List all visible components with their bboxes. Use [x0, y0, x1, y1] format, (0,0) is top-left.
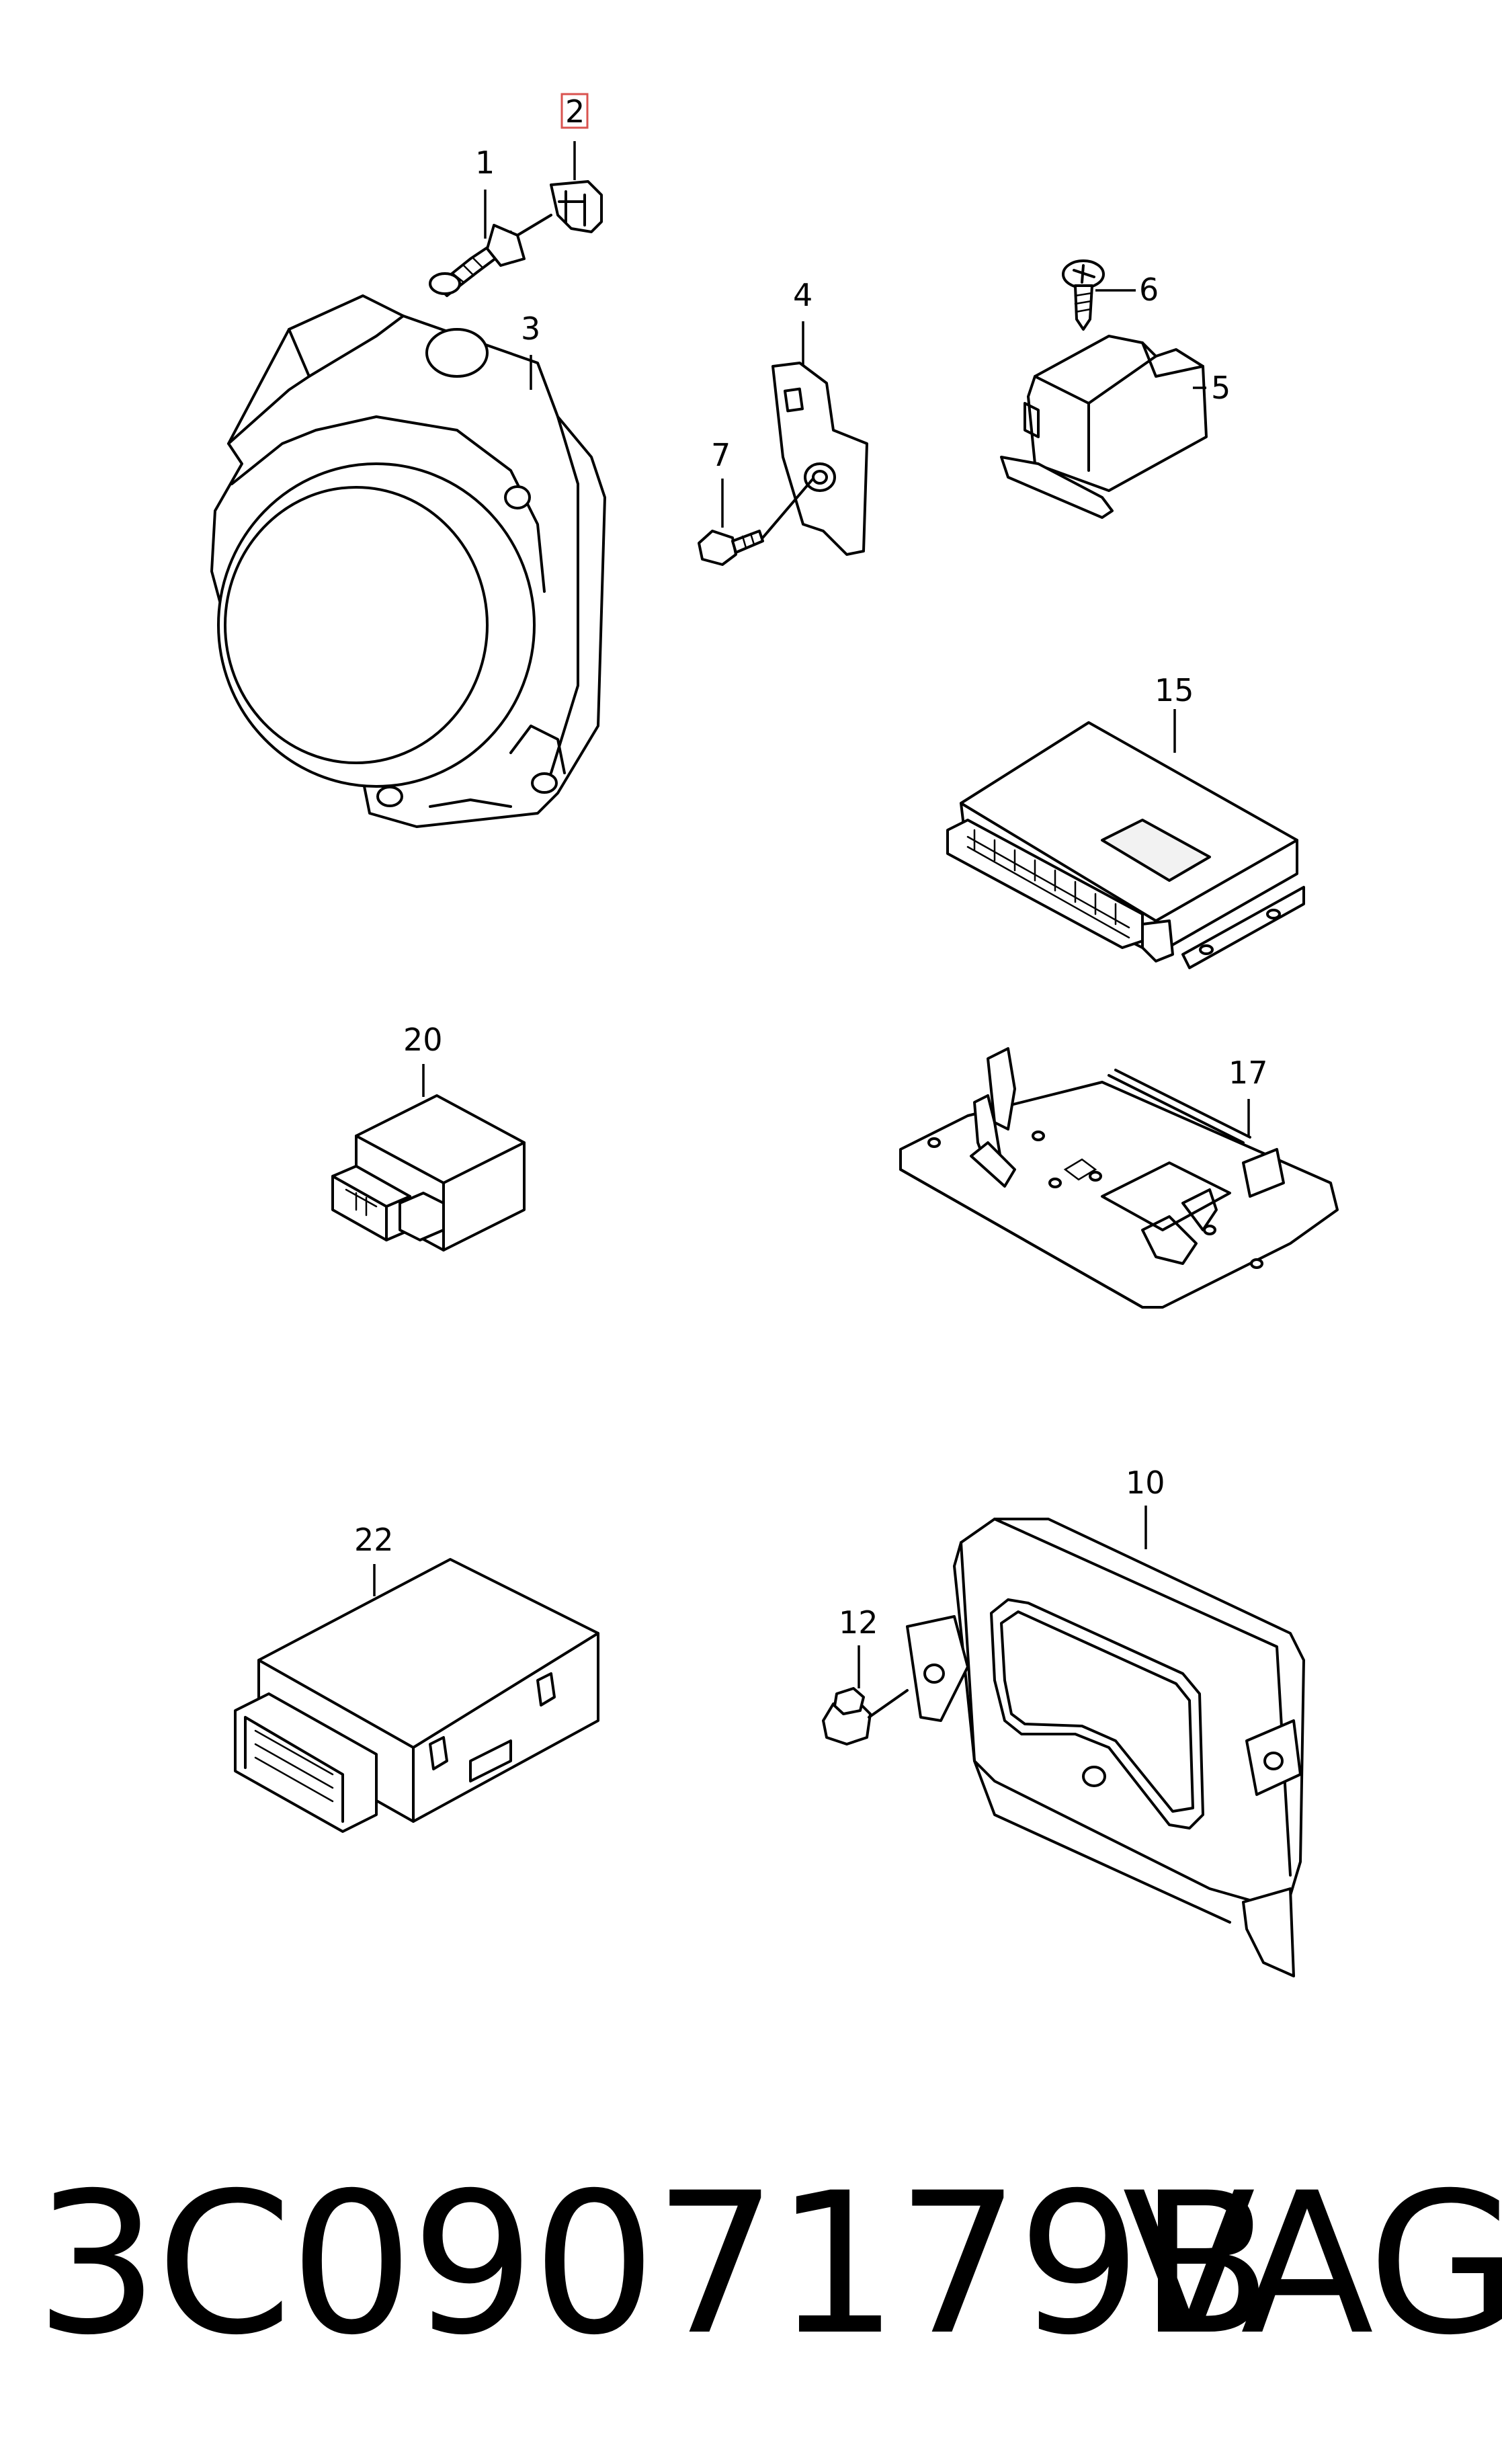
- callout-12: 12: [839, 1604, 878, 1641]
- part-2-clip: [516, 180, 603, 237]
- callout-22: 22: [354, 1522, 394, 1558]
- leader-lines: [373, 141, 1250, 1688]
- callout-2-highlight: [560, 93, 589, 129]
- callout-10: 10: [1126, 1465, 1165, 1501]
- part-15-control-unit: [946, 721, 1305, 969]
- callout-6: 6: [1139, 272, 1159, 308]
- part-7-bolt: [698, 477, 815, 566]
- callout-17: 17: [1228, 1055, 1268, 1091]
- callout-labels: 1 2 3 4 5 6 7 15 20 17 22 10 12: [354, 93, 1268, 1641]
- part-5-module: [1000, 335, 1208, 519]
- part-12-nut: [822, 1687, 909, 1746]
- part-1-sensor-pin: [429, 224, 526, 297]
- part-4-bracket: [771, 362, 868, 556]
- part-6-screw: [1062, 259, 1105, 331]
- callout-2: 2: [565, 93, 585, 130]
- part-17-mounting-plate: [899, 1047, 1339, 1309]
- callout-5: 5: [1211, 370, 1230, 406]
- callout-4: 4: [793, 277, 812, 313]
- callout-1: 1: [475, 145, 495, 181]
- part-number: 3C0907179B: [35, 2151, 1272, 2378]
- callout-3: 3: [521, 311, 540, 347]
- callout-20: 20: [403, 1022, 443, 1058]
- part-10-housing: [906, 1518, 1305, 1977]
- callout-15: 15: [1155, 672, 1194, 708]
- part-22-control-unit: [234, 1558, 599, 1833]
- part-20-relay: [331, 1094, 526, 1251]
- callout-7: 7: [711, 437, 731, 473]
- brand-name: VAG: [1122, 2151, 1502, 2378]
- part-3-horn: [210, 294, 606, 828]
